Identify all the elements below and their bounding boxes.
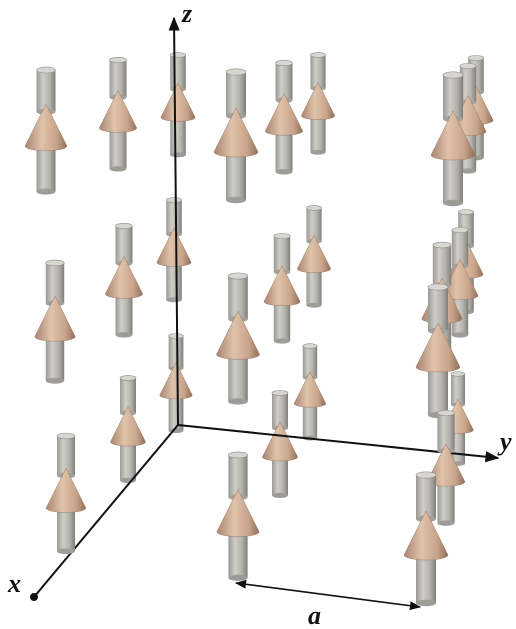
arrow-head-cone xyxy=(99,90,137,133)
arrow-shaft-cylinder xyxy=(36,144,56,195)
arrow-head-cone xyxy=(105,256,143,299)
arrow-head-cone xyxy=(216,310,260,360)
spin-arrow xyxy=(105,222,143,338)
arrow-shaft-cylinder xyxy=(273,299,291,344)
spin-arrow xyxy=(110,375,146,483)
arrow-head-cone xyxy=(262,421,298,462)
arrow-shaft-cylinder xyxy=(45,334,65,384)
arrow-tail-cylinder xyxy=(415,471,437,523)
spin-arrow xyxy=(216,272,260,405)
arrow-shaft-cylinder xyxy=(109,126,127,172)
y-axis-label: y xyxy=(497,427,512,456)
arrow-head-cone xyxy=(301,81,335,120)
arrow-head-cone xyxy=(430,110,476,161)
arrow-tail-cylinder xyxy=(306,205,322,244)
x-axis xyxy=(33,424,179,598)
spin-arrow xyxy=(99,56,137,172)
arrow-head-cone xyxy=(265,93,303,136)
x-axis-label: x xyxy=(7,569,21,598)
arrow-shaft-cylinder xyxy=(166,260,182,303)
spin-arrow xyxy=(415,283,461,419)
arrow-head-cone xyxy=(415,322,461,373)
spin-arrow xyxy=(263,233,301,344)
spin-arrows-back xyxy=(99,52,494,498)
arrow-shaft-cylinder xyxy=(306,266,322,308)
spin-arrow xyxy=(301,52,335,155)
arrow-shaft-cylinder xyxy=(57,506,75,555)
arrow-head-cone xyxy=(216,489,260,537)
spin-arrow xyxy=(430,71,476,207)
arrow-head-cone xyxy=(213,107,259,158)
arrow-head-cone xyxy=(159,362,193,400)
spin-arrow xyxy=(160,52,196,158)
arrow-head-cone xyxy=(403,510,449,561)
arrow-head-cone xyxy=(160,82,196,122)
spin-arrow xyxy=(24,66,68,195)
arrow-shaft-cylinder xyxy=(228,352,248,405)
arrow-head-cone xyxy=(45,467,87,513)
spin-arrow xyxy=(216,451,260,581)
arrow-shaft-cylinder xyxy=(443,153,463,207)
spin-arrows-front xyxy=(24,66,476,607)
arrow-head-cone xyxy=(297,234,331,273)
spin-arrow xyxy=(262,390,298,498)
spin-arrow xyxy=(45,432,87,555)
arrow-shaft-cylinder xyxy=(272,455,288,498)
arrow-tail-cylinder xyxy=(450,371,466,408)
arrow-head-cone xyxy=(34,295,76,342)
arrow-head-cone xyxy=(263,264,301,306)
arrow-head-cone xyxy=(110,406,146,447)
spin-arrow xyxy=(265,59,303,175)
spin-arrow xyxy=(34,259,76,384)
arrow-tail-cylinder xyxy=(165,197,183,237)
spin-arrow xyxy=(297,205,331,308)
arrow-shaft-cylinder xyxy=(310,113,326,155)
z-axis-label: z xyxy=(181,0,193,28)
arrow-head-cone xyxy=(24,103,68,151)
arrow-tail-cylinder xyxy=(36,66,56,115)
spin-arrow xyxy=(159,333,193,434)
arrow-shaft-cylinder xyxy=(115,292,133,338)
arrow-shaft-cylinder xyxy=(275,129,293,175)
arrow-shaft-cylinder xyxy=(226,150,246,204)
arrow-shaft-cylinder xyxy=(228,529,248,581)
arrow-shaft-cylinder xyxy=(416,553,436,607)
dimension-line xyxy=(234,579,422,611)
spin-arrow xyxy=(293,343,327,441)
dimension-label: a xyxy=(308,601,321,629)
arrow-shaft-cylinder xyxy=(170,115,186,158)
arrow-head-cone xyxy=(156,227,192,267)
spin-arrow xyxy=(213,68,259,204)
arrow-shaft-cylinder xyxy=(437,479,455,526)
arrow-head-cone xyxy=(293,371,327,408)
spin-arrow xyxy=(156,197,192,303)
z-axis xyxy=(168,16,180,426)
spin-arrow xyxy=(441,227,479,338)
x-axis-end-dot xyxy=(30,593,38,601)
